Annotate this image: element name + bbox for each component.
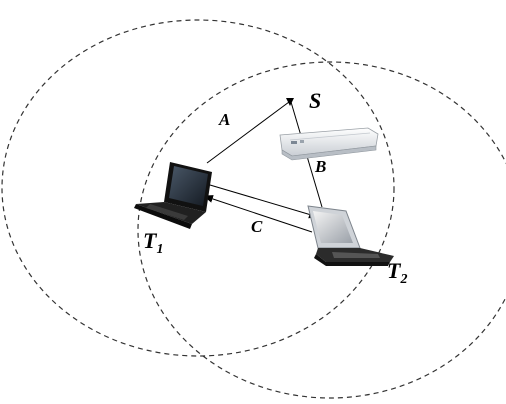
- link-a-label: A: [218, 110, 230, 129]
- laptop-t1-icon: [134, 162, 212, 229]
- laptop-t2-icon: [307, 205, 394, 266]
- t1-subscript: 1: [156, 242, 163, 257]
- range-circle-t2: [137, 61, 506, 399]
- router-icon: [279, 127, 379, 161]
- antenna-icon: [286, 98, 294, 106]
- link-c-label: C: [251, 217, 263, 236]
- link-a-line: [206, 101, 290, 164]
- range-circle-t1: [1, 19, 395, 357]
- t2-base: T: [387, 258, 402, 283]
- t2-subscript: 2: [399, 272, 407, 287]
- terminal-t2-label: T2: [387, 258, 407, 287]
- link-c-arrow-to-t1: [203, 195, 313, 233]
- source-label: S: [309, 88, 321, 113]
- terminal-t1-label: T1: [143, 228, 163, 257]
- link-c-arrow-to-t2: [209, 184, 319, 219]
- link-b-label: B: [314, 157, 326, 176]
- t1-base: T: [143, 228, 158, 253]
